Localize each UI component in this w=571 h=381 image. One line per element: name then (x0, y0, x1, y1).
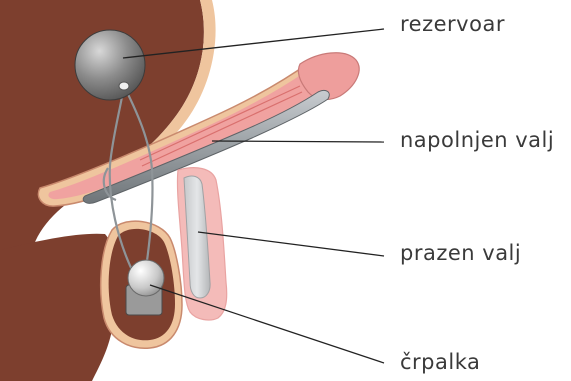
label-empty-cylinder: prazen valj (400, 243, 521, 264)
reservoir-valve (119, 82, 129, 90)
lower-body (0, 234, 116, 381)
pump-bulb (128, 260, 164, 296)
label-inflated-cylinder: napolnjen valj (400, 130, 554, 151)
reservoir (75, 30, 145, 100)
label-pump: črpalka (400, 352, 480, 373)
label-reservoir: rezervoar (400, 14, 505, 35)
